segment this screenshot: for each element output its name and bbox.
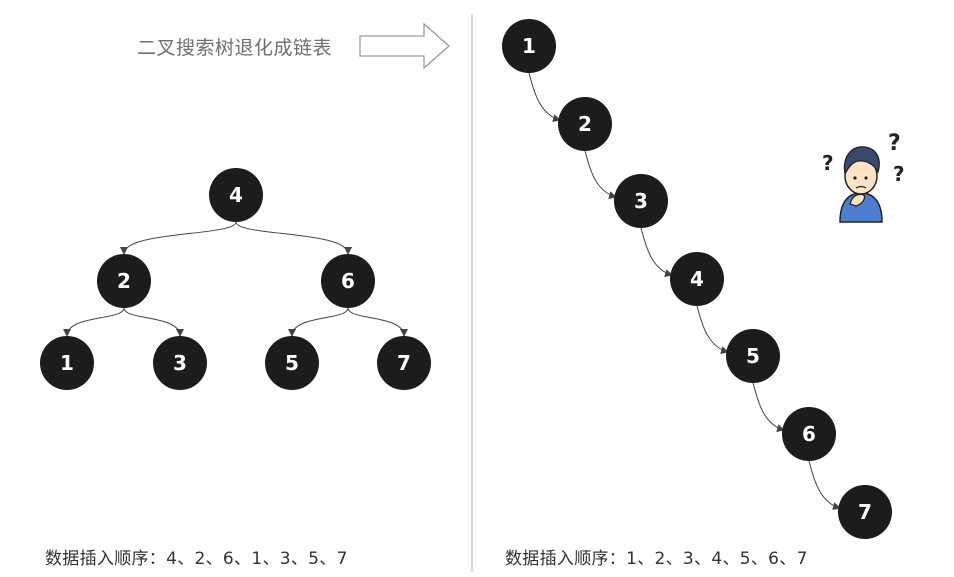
confused-person-icon: ? ? ?: [822, 131, 905, 223]
tree-node-1-label: 1: [60, 351, 74, 375]
tree-node-5-circle: [265, 336, 319, 390]
nodes-layer: 4 2 6 1 3 5 7 1 2 3 4 5 6 7: [40, 19, 892, 539]
chain-node-1-label: 1: [522, 34, 536, 58]
diagram-title: 二叉搜索树退化成链表: [137, 37, 333, 59]
tree-node-3: 3: [153, 336, 207, 390]
tree-node-5: 5: [265, 336, 319, 390]
tree-node-5-label: 5: [285, 351, 299, 375]
question-mark-icon: ?: [893, 162, 905, 186]
tree-node-4-circle: [209, 168, 263, 222]
tree-node-6-label: 6: [341, 269, 355, 293]
tree-edge-2-3: [123, 307, 184, 337]
tree-node-4-label: 4: [229, 183, 243, 207]
chain-node-6-label: 6: [802, 422, 816, 446]
chain-edge-1-2: [528, 72, 561, 123]
question-mark-icon: ?: [888, 131, 901, 156]
tree-edge-6-5: [288, 307, 349, 337]
chain-node-5: 5: [726, 329, 780, 383]
chain-node-3: 3: [614, 174, 668, 228]
right-arrow-icon: [359, 22, 450, 70]
chain-node-2-circle: [558, 97, 612, 151]
chain-node-6: 6: [782, 407, 836, 461]
tree-node-1-circle: [40, 336, 94, 390]
tree-node-3-circle: [153, 336, 207, 390]
tree-node-6: 6: [321, 254, 375, 308]
tree-edge-4-2: [120, 221, 237, 255]
chain-node-4-circle: [670, 252, 724, 306]
tree-node-7-circle: [377, 336, 431, 390]
tree-node-4: 4: [209, 168, 263, 222]
chain-node-5-label: 5: [746, 344, 760, 368]
tree-node-2-circle: [97, 254, 151, 308]
chain-node-4: 4: [670, 252, 724, 306]
question-mark-icon: ?: [822, 151, 834, 175]
tree-node-3-label: 3: [173, 351, 187, 375]
chain-edge-2-3: [584, 150, 617, 200]
chain-node-2-label: 2: [578, 112, 592, 136]
chain-edge-4-5: [696, 305, 729, 355]
chain-node-6-circle: [782, 407, 836, 461]
chain-node-4-label: 4: [690, 267, 704, 291]
chain-node-5-circle: [726, 329, 780, 383]
chain-node-1: 1: [502, 19, 556, 73]
tree-node-6-circle: [321, 254, 375, 308]
left-insertion-order-caption: 数据插入顺序：4、2、6、1、3、5、7: [45, 549, 348, 569]
right-insertion-order-caption: 数据插入顺序：1、2、3、4、5、6、7: [505, 549, 808, 569]
chain-node-7-circle: [838, 485, 892, 539]
tree-node-2: 2: [97, 254, 151, 308]
chain-edge-3-4: [640, 227, 673, 278]
chain-edge-6-7: [808, 460, 841, 511]
chain-node-3-circle: [614, 174, 668, 228]
chain-node-2: 2: [558, 97, 612, 151]
tree-node-7: 7: [377, 336, 431, 390]
tree-edge-4-6: [235, 221, 352, 255]
tree-edge-6-7: [347, 307, 408, 337]
tree-node-7-label: 7: [397, 351, 411, 375]
chain-node-7-label: 7: [858, 500, 872, 524]
chain-node-3-label: 3: [634, 189, 648, 213]
chain-node-1-circle: [502, 19, 556, 73]
tree-node-2-label: 2: [117, 269, 131, 293]
chain-node-7: 7: [838, 485, 892, 539]
tree-node-1: 1: [40, 336, 94, 390]
chain-edge-5-6: [752, 382, 785, 433]
edges-layer: [63, 72, 841, 511]
tree-edge-2-1: [63, 307, 125, 337]
